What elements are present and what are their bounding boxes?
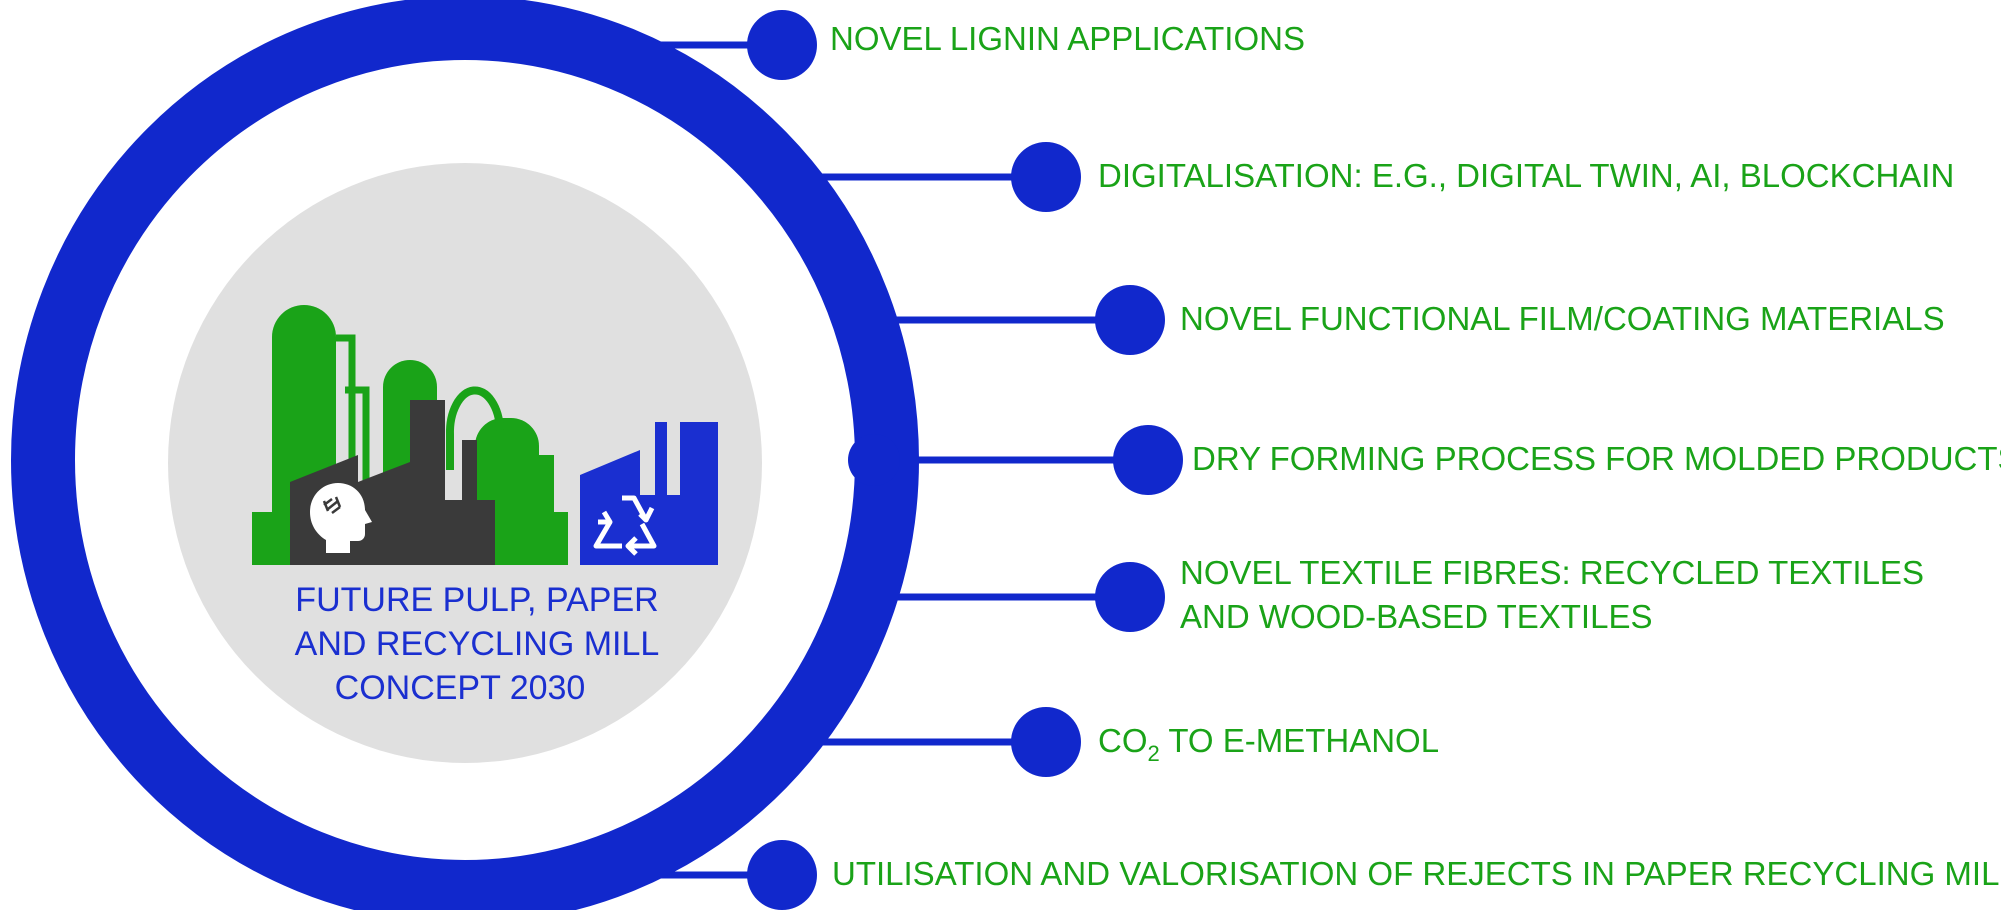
center-title-line: FUTURE PULP, PAPER [295, 581, 658, 619]
center-title: FUTURE PULP, PAPER AND RECYCLING MILL CO… [295, 581, 660, 707]
node-2 [1011, 142, 1081, 212]
center-title-line: CONCEPT 2030 [335, 669, 586, 707]
node-1 [747, 10, 817, 80]
item-label-dry-forming: DRY FORMING PROCESS FOR MOLDED PRODUCTS [1192, 440, 2001, 477]
recycle-icon [580, 422, 718, 565]
item-label-co2-methanol: CO2 TO E-METHANOL [1098, 722, 1439, 766]
center-title-line: AND RECYCLING MILL [295, 625, 660, 663]
head-with-brain-icon [310, 483, 372, 553]
item-label-film-coating: NOVEL FUNCTIONAL FILM/COATING MATERIALS [1180, 300, 1945, 337]
node-7 [747, 840, 817, 910]
co2-subscript: 2 [1148, 741, 1160, 766]
item-label-digitalisation: DIGITALISATION: E.G., DIGITAL TWIN, AI, … [1098, 157, 1954, 194]
node-4 [1113, 425, 1183, 495]
node-5 [1095, 562, 1165, 632]
co2-suffix: TO E-METHANOL [1160, 722, 1439, 759]
item-label-rejects: UTILISATION AND VALORISATION OF REJECTS … [832, 855, 2001, 892]
item-label-textile-line-1: NOVEL TEXTILE FIBRES: RECYCLED TEXTILES [1180, 554, 1924, 591]
item-label-textile-line-2: AND WOOD-BASED TEXTILES [1180, 598, 1652, 635]
nodes [747, 10, 1183, 910]
factory-icon [252, 305, 718, 565]
node-6 [1011, 707, 1081, 777]
item-labels: NOVEL LIGNIN APPLICATIONS DIGITALISATION… [830, 20, 2001, 892]
node-3 [1095, 285, 1165, 355]
co2-prefix: CO [1098, 722, 1148, 759]
ring-joint [848, 434, 900, 486]
item-label-lignin: NOVEL LIGNIN APPLICATIONS [830, 20, 1305, 57]
